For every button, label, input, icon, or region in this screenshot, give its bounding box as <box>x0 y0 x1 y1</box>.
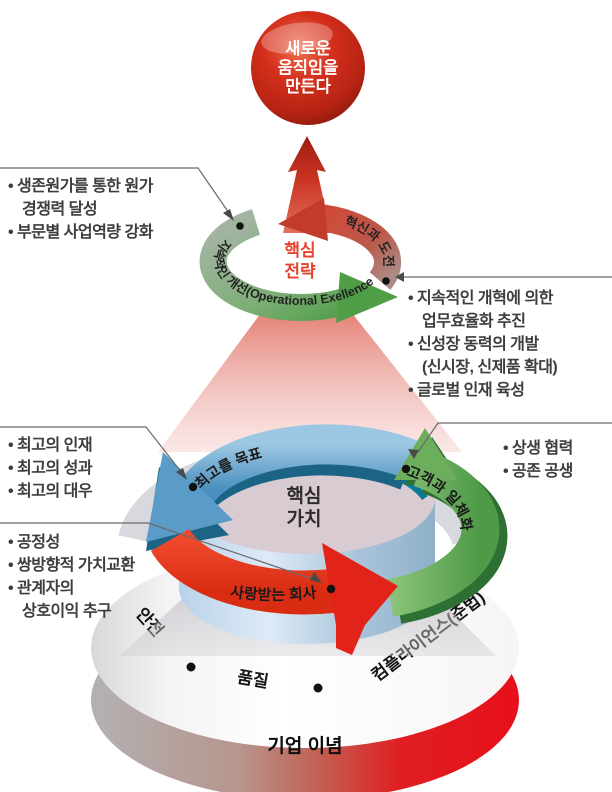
leader-best <box>0 426 183 474</box>
strategy-red-arrow-body <box>313 203 402 290</box>
values-ring: 핵심 가치 최고를 목표 고객과 일체화 사랑받는 회사 <box>118 424 508 655</box>
strategy-green-arrow-body <box>199 209 374 321</box>
callout-line: • 최고의 인재 <box>8 437 93 454</box>
sphere-text-line3: 만든다 <box>285 77 331 96</box>
callout-line: 경쟁력 달성 <box>22 201 98 218</box>
leader-arrowheads <box>176 209 419 583</box>
green-arrowhead <box>394 428 458 480</box>
green-arrow-body <box>386 450 500 617</box>
red-arrow-body <box>150 528 335 615</box>
leader-cost <box>0 167 230 214</box>
callout-cost: • 생존원가를 통한 원가 경쟁력 달성 • 부문별 사업역량 강화 <box>8 175 228 244</box>
sphere-body <box>251 11 365 125</box>
callout-line: 업무효율화 추진 <box>422 313 526 330</box>
disc-separator-dot <box>313 683 323 693</box>
leader-lines <box>0 167 612 581</box>
disc-band-label: 기업 이념 <box>267 735 342 757</box>
vision-sphere: 새로운 움직임을 만든다 <box>251 11 365 125</box>
callout-line: 상호이익 추구 <box>22 603 112 620</box>
callout-line: • 최고의 대우 <box>8 483 93 500</box>
strategy-center-line1: 핵심 <box>284 241 315 260</box>
red-arrowhead <box>322 543 398 655</box>
sphere-text-line1: 새로운 <box>285 39 331 58</box>
red-arrow-label: 사랑받는 회사 <box>229 584 317 604</box>
leader-fairness <box>0 522 316 581</box>
values-center-line2: 가치 <box>287 508 322 530</box>
callout-line: • 지속적인 개혁에 의한 <box>408 290 553 307</box>
sphere-text-line2: 움직임을 <box>278 57 339 77</box>
callout-innovation: • 지속적인 개혁에 의한 업무효율화 추진 • 신성장 동력의 개발 (신시장… <box>408 287 608 402</box>
callout-line: • 공존 공생 <box>503 463 573 480</box>
strategy-green-arrowhead <box>336 272 398 323</box>
callout-coexist: • 상생 협력 • 공존 공생 <box>503 437 608 483</box>
strategy-center-line2: 전략 <box>284 262 316 281</box>
callout-line: • 생존원가를 통한 원가 <box>8 178 153 195</box>
callout-line: • 글로벌 인재 육성 <box>408 382 525 399</box>
callout-fairness: • 공정성 • 쌍방향적 가치교환 • 관계자의 상호이익 추구 <box>8 531 188 623</box>
callout-line: • 신성장 동력의 개발 <box>408 336 539 353</box>
blue-arrow-body <box>182 424 420 503</box>
target-dots <box>188 222 411 594</box>
callout-line: • 상생 협력 <box>503 440 573 457</box>
callout-line: • 쌍방향적 가치교환 <box>8 557 135 574</box>
values-center-line1: 핵심 <box>287 485 322 507</box>
sphere-highlight <box>261 22 333 54</box>
blue-arrowhead <box>146 452 233 542</box>
leader-coexist <box>417 422 612 453</box>
callout-line: (신시장, 신제품 확대) <box>422 359 558 376</box>
disc-separator-dot <box>186 662 196 672</box>
callout-line: • 최고의 성과 <box>8 460 93 477</box>
red-light-cone <box>158 298 462 452</box>
callout-line: • 부문별 사업역량 강화 <box>8 224 153 241</box>
strategy-red-arrowhead <box>278 198 328 241</box>
callout-line: • 관계자의 <box>8 580 74 597</box>
callout-line: • 공정성 <box>8 534 60 551</box>
callout-best: • 최고의 인재 • 최고의 성과 • 최고의 대우 <box>8 434 168 503</box>
